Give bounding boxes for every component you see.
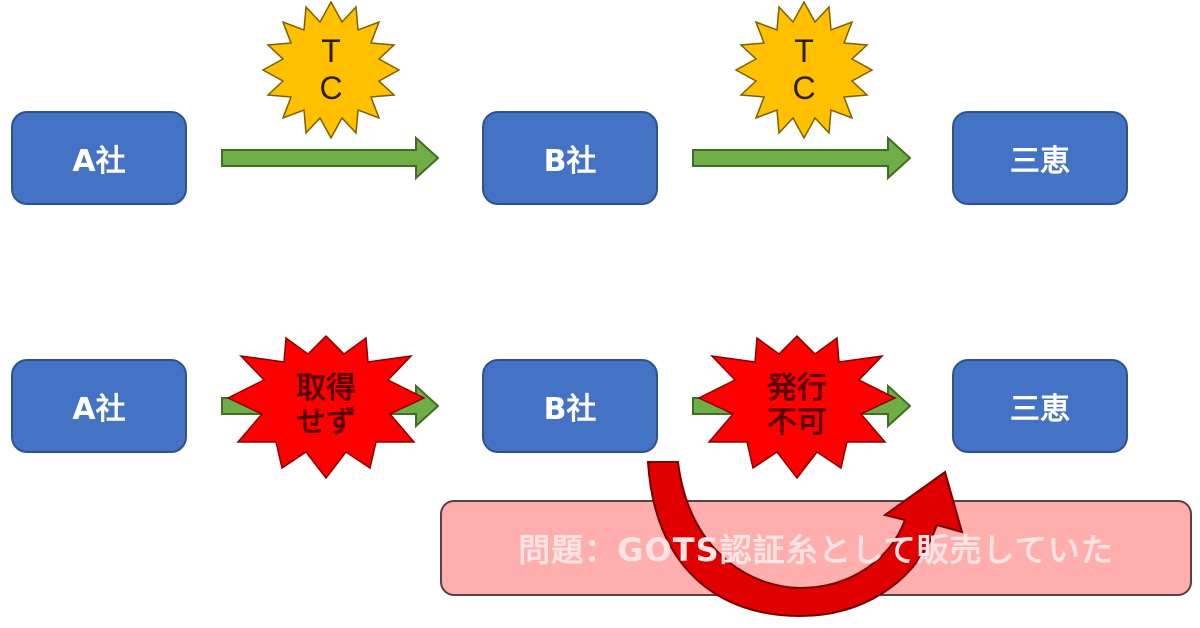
curved-bypass-arrow-icon xyxy=(646,461,964,618)
cannot-issue-badge-icon xyxy=(697,334,897,480)
badge-line-1: 発行 xyxy=(767,370,827,406)
node-company-a: A社 xyxy=(11,111,187,205)
node-company-b: B社 xyxy=(482,111,658,205)
node-sankei-problem: 三恵 xyxy=(952,359,1128,453)
badge-line-2: C xyxy=(792,70,816,106)
badge-line-2: C xyxy=(319,70,343,106)
node-label: 三恵 xyxy=(1010,144,1070,179)
badge-line-1: T xyxy=(794,33,814,70)
node-sankei: 三恵 xyxy=(952,111,1128,205)
badge-line-2: せず xyxy=(296,405,356,440)
node-label: B社 xyxy=(543,144,597,179)
node-label: 三恵 xyxy=(1010,392,1070,427)
not-obtained-label: 取得 せず xyxy=(276,364,376,448)
node-label: B社 xyxy=(543,392,597,427)
tc-badge-label: T C xyxy=(764,28,844,112)
arrow-right-icon xyxy=(692,135,912,181)
badge-line-1: 取得 xyxy=(296,370,356,406)
node-company-a-problem: A社 xyxy=(11,359,187,453)
tc-badge-label: T C xyxy=(291,28,371,112)
node-label: A社 xyxy=(72,144,126,179)
node-company-b-problem: B社 xyxy=(482,359,658,453)
tc-badge-icon xyxy=(261,0,401,140)
cannot-issue-label: 発行 不可 xyxy=(747,364,847,448)
tc-badge-icon xyxy=(734,0,874,140)
badge-line-1: T xyxy=(321,33,341,70)
arrow-right-icon xyxy=(221,135,440,181)
badge-line-2: 不可 xyxy=(767,405,827,440)
not-obtained-badge-icon xyxy=(226,334,426,480)
node-label: A社 xyxy=(72,392,126,427)
problem-banner-text: 問題：GOTS認証糸として販売していた xyxy=(518,531,1114,569)
